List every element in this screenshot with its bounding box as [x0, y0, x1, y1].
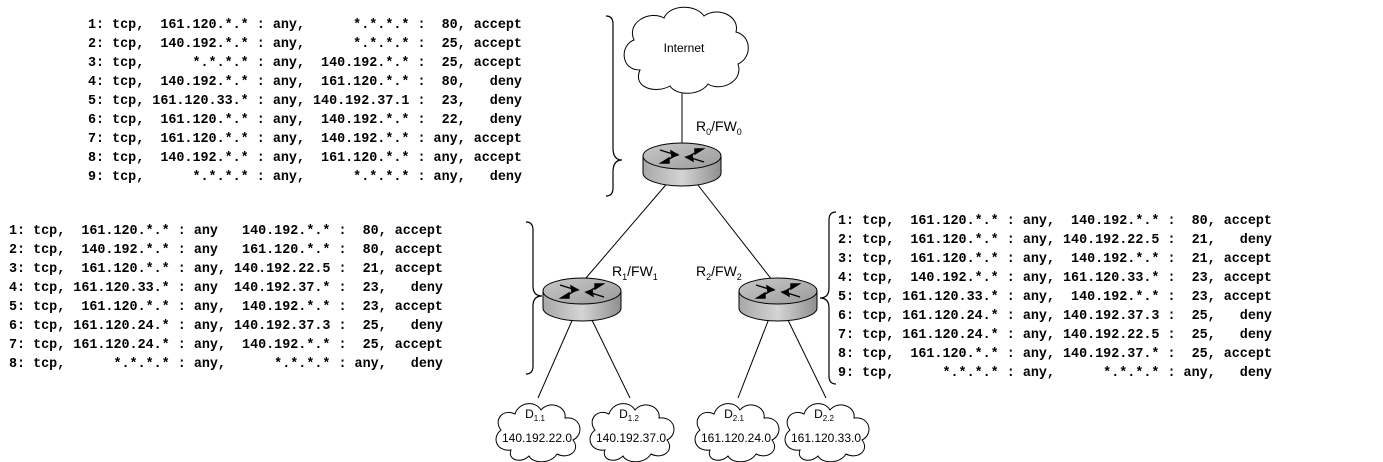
link-fw0-fw2: [693, 179, 777, 286]
domain-cloud-d12: D1.2 140.192.37.0: [589, 403, 675, 462]
rule-line: 8: tcp, 140.192.*.* : any, 161.120.*.* :…: [88, 151, 522, 166]
rule-line: 4: tcp, 161.120.33.* : any 140.192.37.* …: [9, 281, 443, 296]
brace-fw1: [525, 221, 543, 375]
brace-fw2: [819, 211, 837, 385]
rule-line: 5: tcp, 161.120.33.* : any, 140.192.37.1…: [88, 94, 522, 109]
rule-line: 9: tcp, *.*.*.* : any, *.*.*.* : any, de…: [838, 366, 1272, 381]
rule-line: 6: tcp, 161.120.24.* : any, 140.192.37.3…: [9, 319, 443, 334]
domain-d22-net: 161.120.33.0: [791, 431, 861, 445]
link-fw0-fw1: [579, 179, 671, 286]
svg-text:D1.1: D1.1: [525, 407, 545, 423]
svg-text:D2.2: D2.2: [814, 407, 834, 423]
rule-line: 7: tcp, 161.120.24.* : any, 140.192.22.5…: [838, 328, 1272, 343]
rule-line: 5: tcp, 161.120.33.* : any, 140.192.*.* …: [838, 290, 1272, 305]
rule-line: 8: tcp, *.*.*.* : any, *.*.*.* : any, de…: [9, 357, 443, 372]
link-fw2-d21: [737, 315, 771, 399]
rule-line: 9: tcp, *.*.*.* : any, *.*.*.* : any, de…: [88, 170, 522, 185]
rule-line: 7: tcp, 161.120.*.* : any, 140.192.*.* :…: [88, 132, 522, 147]
rules-fw1: 1: tcp, 161.120.*.* : any 140.192.*.* : …: [9, 222, 443, 374]
router-fw1-label: R1/FW1: [612, 263, 658, 282]
rule-line: 2: tcp, 161.120.*.* : any, 140.192.22.5 …: [838, 233, 1272, 248]
internet-cloud: Internet: [623, 6, 749, 94]
router-fw0-label: R0/FW0: [696, 118, 742, 137]
rule-line: 1: tcp, 161.120.*.* : any 140.192.*.* : …: [9, 224, 443, 239]
rule-line: 6: tcp, 161.120.24.* : any, 140.192.37.3…: [838, 309, 1272, 324]
rule-line: 4: tcp, 140.192.*.* : any, 161.120.33.* …: [838, 271, 1272, 286]
brace-fw0: [605, 15, 623, 197]
internet-label: Internet: [664, 41, 705, 55]
domain-cloud-d11: D1.1 140.192.22.0: [495, 403, 581, 462]
rule-line: 3: tcp, *.*.*.* : any, 140.192.*.* : 25,…: [88, 56, 522, 71]
link-fw2-d22: [785, 315, 827, 399]
domain-d11-net: 140.192.22.0: [502, 431, 572, 445]
domain-d12-net: 140.192.37.0: [596, 431, 666, 445]
rule-line: 1: tcp, 161.120.*.* : any, 140.192.*.* :…: [838, 214, 1272, 229]
router-fw2-label: R2/FW2: [696, 263, 742, 282]
router-fw0: [642, 142, 722, 187]
rule-line: 3: tcp, 161.120.*.* : any, 140.192.*.* :…: [838, 252, 1272, 267]
domain-d21-net: 161.120.24.0: [701, 431, 771, 445]
router-fw1: [542, 277, 622, 322]
domain-cloud-d22: D2.2 161.120.33.0: [784, 403, 870, 462]
rule-line: 3: tcp, 161.120.*.* : any, 140.192.22.5 …: [9, 262, 443, 277]
rule-line: 4: tcp, 140.192.*.* : any, 161.120.*.* :…: [88, 75, 522, 90]
link-fw1-d12: [589, 315, 631, 399]
rule-line: 7: tcp, 161.120.24.* : any, 140.192.*.* …: [9, 338, 443, 353]
svg-text:D2.1: D2.1: [724, 407, 744, 423]
rules-fw0: 1: tcp, 161.120.*.* : any, *.*.*.* : 80,…: [88, 16, 522, 187]
rule-line: 8: tcp, 161.120.*.* : any, 140.192.37.* …: [838, 347, 1272, 362]
rule-line: 2: tcp, 140.192.*.* : any, *.*.*.* : 25,…: [88, 37, 522, 52]
domain-cloud-d21: D2.1 161.120.24.0: [694, 403, 780, 462]
rule-line: 6: tcp, 161.120.*.* : any, 140.192.*.* :…: [88, 113, 522, 128]
rule-line: 5: tcp, 161.120.*.* : any, 140.192.*.* :…: [9, 300, 443, 315]
rule-line: 1: tcp, 161.120.*.* : any, *.*.*.* : 80,…: [88, 18, 522, 33]
link-fw1-d11: [537, 315, 575, 399]
svg-text:D1.2: D1.2: [619, 407, 639, 423]
router-fw2: [738, 277, 818, 322]
rule-line: 2: tcp, 140.192.*.* : any 161.120.*.* : …: [9, 243, 443, 258]
rules-fw2: 1: tcp, 161.120.*.* : any, 140.192.*.* :…: [838, 212, 1272, 383]
